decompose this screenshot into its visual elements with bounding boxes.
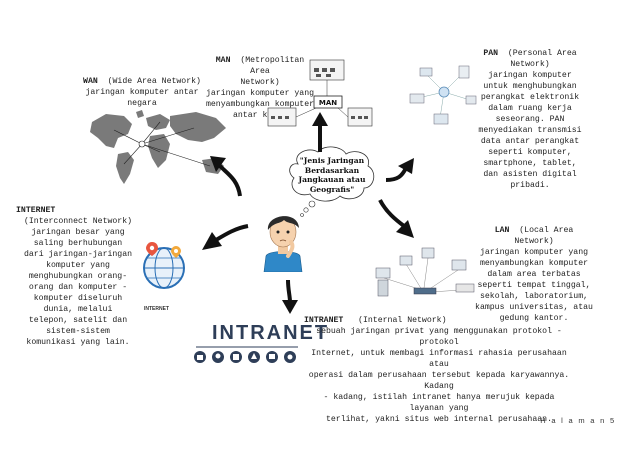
pan-line: seseorang. PAN [495,115,565,124]
man-line: antar kota. [232,111,288,120]
internet-icon-label: INTERNET [144,306,169,312]
page-number: H a l a m a n 5 [540,416,616,425]
thought-line: Jangkauan atau [298,175,366,184]
wan-line: jaringan komputer antar [85,88,199,97]
thought-line: Berdasarkan [304,165,360,175]
man-subtitle: (Metropolitan Area [240,56,305,76]
lan-network-diagram [375,247,475,297]
arrow-to-pan-icon [385,158,414,182]
lan-subtitle: (Local Area Network) [514,226,574,246]
pan-devices-icon [409,65,477,125]
thought-bubble-dots-icon [300,200,316,217]
man-line: Network) [240,78,280,87]
lan-line: kampus universitas, atau [475,303,593,312]
arrow-to-lan-icon [378,199,414,238]
arrow-to-man-icon [312,112,328,152]
intranet-line: terlihat, yakni situs web internal perus… [325,415,552,424]
internet-line: komunikasi yang lain. [26,338,130,347]
lan-text: LAN (Local Area Network) jaringan komput… [474,225,594,324]
pan-line: dalam ruang kerja [488,104,572,113]
pan-line: jaringan komputer [488,71,572,80]
internet-line: (Interconnect Network) [23,217,133,226]
lan-line: menyambungkan komputer [479,259,589,268]
man-title: MAN [215,56,231,65]
pan-line: seperti komputer, [488,148,572,157]
intranet-title: INTRANET [304,316,344,325]
pan-line: untuk menghubungkan [483,82,577,91]
arrow-to-intranet-icon [282,279,298,314]
internet-text: INTERNET (Interconnect Network) jaringan… [16,205,140,348]
lan-title: LAN [494,226,510,235]
man-diagram-label: MAN [319,99,337,107]
wan-text: WAN (Wide Area Network) jaringan kompute… [68,76,216,109]
lan-line: jaringan komputer yang [479,248,589,257]
internet-line: jaringan besar yang [31,228,125,237]
pan-line: Network) [510,60,550,69]
internet-line: orang dan komputer - [28,283,128,292]
intranet-subtitle: (Internal Network) [358,316,447,325]
wan-subtitle: (Wide Area Network) [107,77,201,86]
pan-line: menyediakan transmisi [478,126,582,135]
intranet-line: - kadang, istilah intranet hanya merujuk… [323,393,555,413]
wan-title: WAN [83,77,98,86]
internet-line: menghubungkan orang- [28,272,128,281]
intranet-line: Internet, untuk membagi informasi rahasi… [311,349,567,369]
man-text: MAN (Metropolitan Area Network) jaringan… [204,55,316,121]
pan-line: pribadi. [510,181,550,190]
pan-title: PAN [483,49,499,58]
intranet-banner: INTRANET [212,322,330,344]
pan-line: data antar perangkat [480,137,580,146]
man-line: menyambungkan komputer [205,100,315,109]
pan-line: dan asisten digital [483,170,577,179]
world-map-icon [90,110,226,184]
pan-text: PAN (Personal Area Network) jaringan kom… [472,48,588,191]
internet-line: sistem-sistem [46,327,110,336]
internet-line: dunia, melalui [43,305,113,314]
man-line: jaringan komputer yang [205,89,315,98]
internet-line: dari jaringan-jaringan [23,250,133,259]
wan-line: negara [127,99,157,108]
internet-globe-icon [143,242,185,289]
thought-text: "Jenis Jaringan Berdasarkan Jangkauan at… [290,156,374,194]
intranet-text: INTRANET (Internal Network) sebuah jarin… [304,315,574,425]
pan-subtitle: (Personal Area [507,49,577,58]
lan-line: dalam area terbatas [487,270,581,279]
thinking-person-icon [263,216,303,272]
thought-line: "Jenis Jaringan [299,156,365,165]
internet-title: INTERNET [16,206,56,215]
pan-line: smartphone, tablet, [483,159,577,168]
intranet-icons-row [194,346,298,363]
lan-line: seperti tempat tinggal, [477,281,591,290]
internet-line: komputer yang [46,261,110,270]
thought-bubble-icon [289,146,375,202]
internet-line: komputer diseluruh [33,294,123,303]
internet-line: telepon, satelit dan [28,316,128,325]
man-network-diagram: MAN [267,59,373,127]
internet-line: saling berhubungan [33,239,123,248]
arrow-to-internet-icon [202,224,249,250]
thought-line: Geografis" [309,184,355,194]
intranet-line: sebuah jaringan privat yang menggunakan … [316,327,562,347]
intranet-line: operasi dalam perusahaan tersebut kepada… [308,371,570,391]
lan-line: sekolah, laboratorium, [479,292,589,301]
arrow-to-wan-icon [210,156,242,197]
lan-line: gedung kantor. [499,314,569,323]
pan-line: perangkat elektronik [480,93,580,102]
